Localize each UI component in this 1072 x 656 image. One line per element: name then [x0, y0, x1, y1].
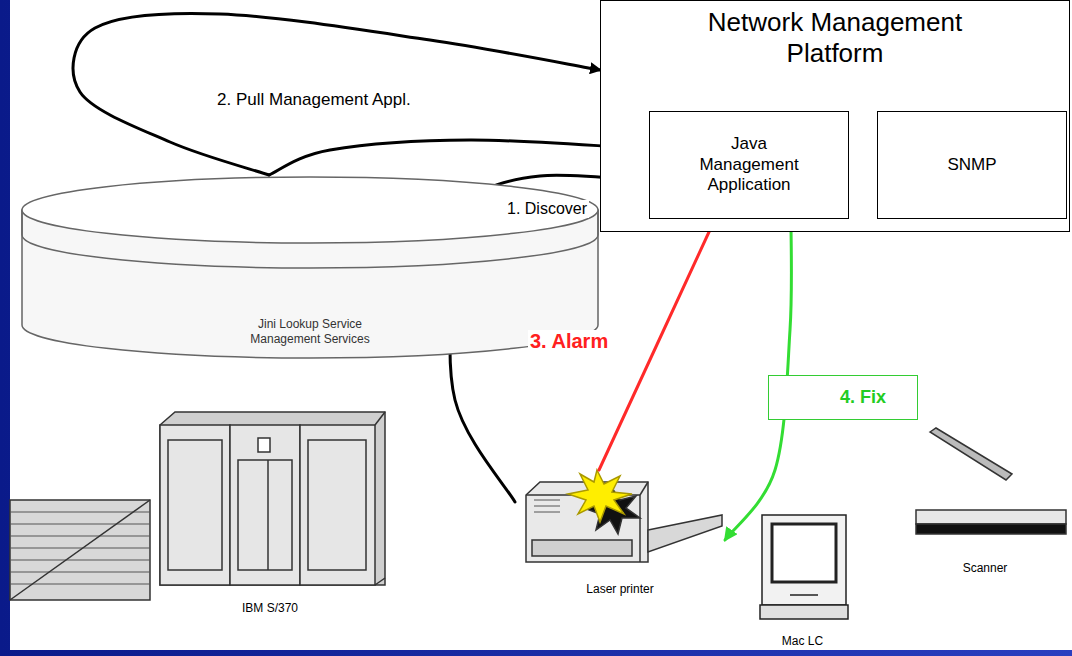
scanner-device: Scanner [905, 425, 1065, 577]
cylinder-top [22, 177, 598, 243]
computer-drawing [760, 515, 848, 619]
platform-box: Network Management PlatformJava Manageme… [600, 0, 1070, 232]
label-box: 4. Fix [768, 375, 918, 420]
box-label: SNMP [947, 155, 996, 175]
printer-drawing [526, 470, 722, 562]
protocol-box: SNMP [877, 111, 1067, 219]
box-label: Jini Lookup Service Management Services [242, 317, 378, 346]
flow-arrow [73, 13, 600, 175]
device-label: IBM S/370 [242, 601, 298, 615]
storage-drawing [10, 500, 150, 600]
application-box: Java Management Application [649, 111, 849, 219]
flow-arrow [269, 140, 649, 175]
computer-device: Mac LC [755, 510, 850, 650]
mainframe-drawing [160, 412, 385, 585]
printer-device: Laser printer [515, 470, 725, 598]
fix-label: 4. Fix [838, 387, 888, 408]
platform-title: Network Management Platform [685, 7, 985, 69]
flow-arrow [599, 219, 715, 470]
device-label: Scanner [963, 561, 1008, 575]
box-label: Java Management Application [689, 134, 809, 195]
device-label: Mac LC [782, 634, 823, 648]
label-holder: 3. Alarm [528, 330, 610, 353]
alarm-label: 3. Alarm [528, 330, 610, 353]
label-holder: 2. Pull Management Appl. [215, 90, 413, 110]
step-label: 2. Pull Management Appl. [215, 90, 413, 110]
mainframe-device: IBM S/370 [150, 405, 390, 617]
scanner-drawing [916, 428, 1066, 534]
device-label: Laser printer [586, 582, 653, 596]
step-label: 1. Discover [505, 200, 589, 218]
label-holder: 1. Discover [505, 200, 589, 218]
